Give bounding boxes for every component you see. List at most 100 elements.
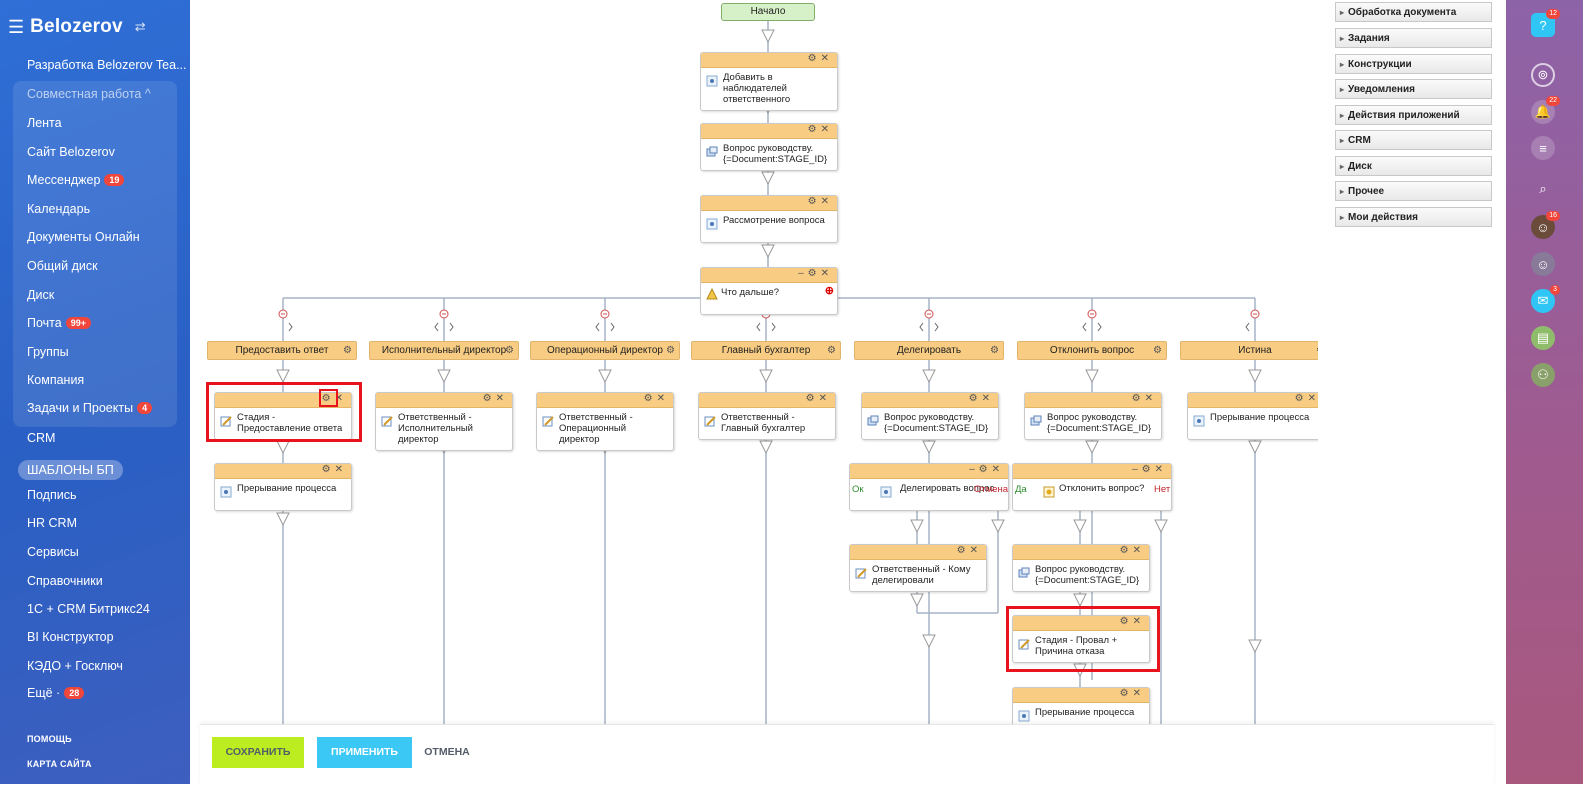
- activity-question-reject-2[interactable]: ⚙✕ Вопрос руководству. {=Document:STAGE_…: [1012, 544, 1150, 592]
- activity-controls[interactable]: –⚙✕: [798, 268, 833, 279]
- chat-list-icon[interactable]: ≡: [1531, 136, 1555, 160]
- branch-reject[interactable]: Отклонить вопрос⚙: [1017, 341, 1167, 360]
- branch-ops-director[interactable]: Операционный директор⚙: [530, 341, 680, 360]
- activity-controls[interactable]: ⚙✕: [1294, 393, 1318, 404]
- save-button[interactable]: СОХРАНИТЬ: [212, 737, 304, 768]
- sidebar-item-sign[interactable]: Подпись: [27, 488, 76, 502]
- branch-true[interactable]: Истина⚙: [1180, 341, 1318, 360]
- activity-resp-exec[interactable]: ⚙✕ Ответственный - Исполнительный директ…: [375, 392, 513, 451]
- swap-icon[interactable]: ⇄: [134, 19, 146, 34]
- gear-icon[interactable]: ⚙: [505, 345, 514, 356]
- gear-icon[interactable]: ⚙: [666, 345, 675, 356]
- start-node[interactable]: Начало: [721, 3, 815, 21]
- sidebar-item-site[interactable]: Сайт Belozerov: [27, 145, 115, 159]
- activity-resp-accountant[interactable]: ⚙✕ Ответственный - Главный бухгалтер: [698, 392, 836, 440]
- activity-controls[interactable]: –⚙✕: [969, 464, 1004, 475]
- toolbox-doc-processing[interactable]: Обработка документа: [1335, 2, 1492, 23]
- activity-stage-fail[interactable]: ⚙✕ Стадия - Провал + Причина отказа: [1012, 615, 1150, 663]
- activity-controls[interactable]: ⚙✕: [321, 393, 347, 404]
- sidebar-item-company[interactable]: Компания: [27, 373, 84, 387]
- activity-resp-ops[interactable]: ⚙✕ Ответственный - Операционный директор: [536, 392, 674, 451]
- branch-chief-accountant[interactable]: Главный бухгалтер⚙: [691, 341, 841, 360]
- activity-resp-delegated[interactable]: ⚙✕ Ответственный - Кому делегировали: [849, 544, 987, 592]
- portal-logo[interactable]: Belozerov: [30, 16, 123, 37]
- toolbox-other[interactable]: Прочее: [1335, 181, 1492, 202]
- cancel-button[interactable]: ОТМЕНА: [424, 746, 470, 758]
- activity-stop-answer[interactable]: ⚙✕ Прерывание процесса: [214, 463, 352, 511]
- activity-controls[interactable]: ⚙✕: [807, 196, 833, 207]
- activity-question-reject[interactable]: ⚙✕ Вопрос руководству. {=Document:STAGE_…: [1024, 392, 1162, 440]
- sidebar-item-services[interactable]: Сервисы: [27, 545, 79, 559]
- apply-button[interactable]: ПРИМЕНИТЬ: [317, 737, 412, 768]
- sidebar-item-dev[interactable]: Разработка Belozerov Tea...: [27, 58, 187, 72]
- gear-icon[interactable]: ⚙: [343, 345, 352, 356]
- activity-controls[interactable]: –⚙✕: [1132, 464, 1167, 475]
- sidebar-item-bi[interactable]: BI Конструктор: [27, 630, 114, 644]
- sidebar-item-crm[interactable]: CRM: [27, 431, 55, 445]
- activity-controls[interactable]: ⚙✕: [1119, 688, 1145, 699]
- activity-controls[interactable]: ⚙✕: [956, 545, 982, 556]
- activity-stage-answer[interactable]: ⚙✕ Стадия - Предоставление ответа: [214, 392, 352, 440]
- branch-exec-director[interactable]: Исполнительный директор⚙: [369, 341, 519, 360]
- sidebar-group-collab[interactable]: Совместная работа ^: [27, 87, 151, 101]
- activity-controls[interactable]: ⚙✕: [1119, 616, 1145, 627]
- sidebar-item-calendar[interactable]: Календарь: [27, 202, 90, 216]
- copilot-icon[interactable]: ⊚: [1531, 63, 1555, 87]
- help-icon[interactable]: ?12: [1531, 9, 1560, 37]
- condition-delegate[interactable]: –⚙✕ Делегировать вопрос: [849, 463, 1009, 511]
- sidebar-item-shared-disk[interactable]: Общий диск: [27, 259, 98, 273]
- toolbox-my-actions[interactable]: Мои действия: [1335, 207, 1492, 228]
- activity-controls[interactable]: ⚙✕: [968, 393, 994, 404]
- activity-controls[interactable]: ⚙✕: [1131, 393, 1157, 404]
- sidebar-item-feed[interactable]: Лента: [27, 116, 62, 130]
- activity-stop-true[interactable]: ⚙✕ Прерывание процесса: [1187, 392, 1318, 440]
- sidebar-item-references[interactable]: Справочники: [27, 574, 103, 588]
- toolbox-crm[interactable]: CRM: [1335, 130, 1492, 151]
- gear-icon[interactable]: ⚙: [827, 345, 836, 356]
- bell-icon[interactable]: 🔔22: [1531, 96, 1560, 124]
- branch-delegate[interactable]: Делегировать⚙: [854, 341, 1004, 360]
- switch-what-next[interactable]: –⚙✕ Что дальше?⊕: [700, 267, 838, 315]
- activity-controls[interactable]: ⚙✕: [482, 393, 508, 404]
- gear-icon[interactable]: ⚙: [1316, 342, 1318, 359]
- sidebar-item-docs[interactable]: Документы Онлайн: [27, 230, 140, 244]
- notes-icon[interactable]: ▤: [1531, 326, 1555, 350]
- gear-icon[interactable]: ⚙: [990, 345, 999, 356]
- sidebar-item-groups[interactable]: Группы: [27, 345, 69, 359]
- activity-controls[interactable]: ⚙✕: [321, 464, 347, 475]
- sidebar-item-more[interactable]: Ещё ·28: [27, 686, 85, 700]
- activity-stop-reject[interactable]: ⚙✕ Прерывание процесса: [1012, 687, 1150, 730]
- toolbox-notifications[interactable]: Уведомления: [1335, 79, 1492, 100]
- sidebar-item-disk[interactable]: Диск: [27, 288, 54, 302]
- chat-icon[interactable]: ✉3: [1531, 285, 1560, 313]
- menu-icon[interactable]: ☰: [8, 16, 25, 37]
- sidebar-item-bp-templates[interactable]: ШАБЛОНЫ БП: [18, 460, 123, 480]
- add-branch-icon[interactable]: ⊕: [824, 285, 834, 297]
- sidebar-item-kedo[interactable]: КЭДО + Госключ: [27, 659, 123, 673]
- sidebar-item-hrcrm[interactable]: HR CRM: [27, 516, 77, 530]
- condition-reject[interactable]: –⚙✕ Отклонить вопрос?: [1012, 463, 1172, 511]
- group-icon[interactable]: ⚇: [1531, 363, 1555, 387]
- toolbox-disk[interactable]: Диск: [1335, 156, 1492, 177]
- activity-controls[interactable]: ⚙✕: [1119, 545, 1145, 556]
- sidebar-item-1c[interactable]: 1С + CRM Битрикс24: [27, 602, 150, 616]
- toolbox-app-actions[interactable]: Действия приложений: [1335, 105, 1492, 126]
- activity-controls[interactable]: ⚙✕: [643, 393, 669, 404]
- activity-review[interactable]: ⚙✕ Рассмотрение вопроса: [700, 195, 838, 243]
- sitemap-link[interactable]: КАРТА САЙТА: [27, 759, 92, 769]
- help-link[interactable]: ПОМОЩЬ: [27, 734, 72, 744]
- toolbox-constructions[interactable]: Конструкции: [1335, 54, 1492, 75]
- activity-question-delegate[interactable]: ⚙✕ Вопрос руководству. {=Document:STAGE_…: [861, 392, 999, 440]
- activity-question-1[interactable]: ⚙✕ Вопрос руководству. {=Document:STAGE_…: [700, 123, 838, 171]
- avatar-user-2[interactable]: ☺: [1531, 252, 1555, 276]
- toolbox-tasks[interactable]: Задания: [1335, 28, 1492, 49]
- gear-icon[interactable]: ⚙: [1153, 345, 1162, 356]
- activity-controls[interactable]: ⚙✕: [807, 124, 833, 135]
- avatar-user-1[interactable]: ☺16: [1531, 211, 1560, 239]
- branch-provide-answer[interactable]: Предоставить ответ⚙: [207, 341, 357, 360]
- activity-add-observers[interactable]: ⚙✕ Добавить в наблюдателей ответственног…: [700, 52, 838, 111]
- activity-controls[interactable]: ⚙✕: [805, 393, 831, 404]
